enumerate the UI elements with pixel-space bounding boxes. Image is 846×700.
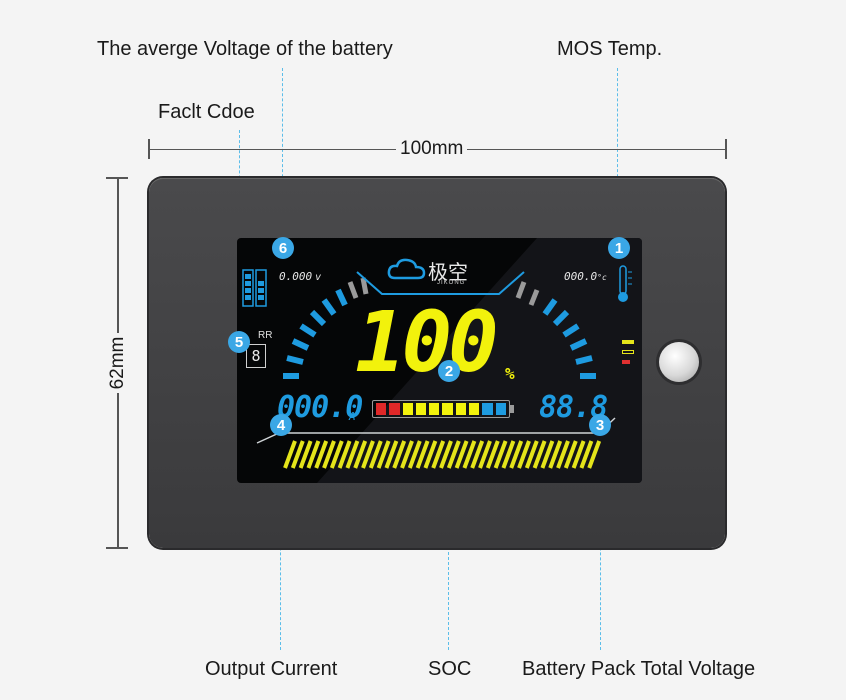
soc-value: 100 [355,293,499,391]
stripe-segment [314,440,329,469]
brand-name-cn: 极空 [428,260,468,284]
badge-5: 5 [228,331,250,353]
stripe-segment [532,440,547,469]
soc-segment [415,403,427,415]
stripe-segment [493,440,508,469]
stripe-segment [454,440,469,469]
stripe-segment [353,440,368,469]
stripe-segment [478,440,492,469]
stripe-segment [540,440,555,469]
stripe-segment [524,440,539,469]
stripe-segment [571,440,586,469]
stripe-segment [384,440,399,469]
stripe-segment [563,440,578,469]
stripe-segment [329,440,344,469]
stripe-segment [462,440,477,469]
soc-segment [376,403,387,415]
indicator-light-yellow-outline [622,350,634,354]
cloud-logo-icon [387,258,426,280]
right-gauge-ticks [542,298,596,379]
width-dimension-tick-left [148,139,150,159]
stripe-segment [439,440,453,469]
stripe-segment [337,440,352,469]
stripe-segment [306,440,321,469]
mos-temp-label: MOS Temp. [557,38,663,60]
indicator-light-red [622,360,630,364]
stripe-segment [322,440,336,469]
stripe-segment [587,440,602,469]
temperature-value: 000.0°c [564,270,607,283]
soc-segment [469,403,480,415]
width-dimension-text: 100mm [396,138,468,160]
fault-code-label: Faclt Cdoe [158,101,255,123]
height-dimension-tick-top [106,177,128,179]
soc-bar-terminal [510,405,514,413]
badge-4: 4 [270,414,292,436]
soc-segment [442,403,453,415]
avg-voltage-label: The averge Voltage of the battery [97,38,393,60]
soc-segment [402,403,413,415]
avg-voltage-leader [282,68,283,248]
stripe-segment [501,440,516,469]
left-gauge-ticks-gray [347,277,369,299]
brand-name-en: JIKONG [437,280,466,286]
stripe-segment [431,440,446,469]
stripe-segment [548,440,563,469]
current-value: 000.0 [277,390,363,425]
stripe-segment [446,440,461,469]
soc-segment [482,403,493,415]
screen-glare [317,238,642,483]
indicator-light-yellow [622,340,634,344]
stripe-segment [368,440,383,469]
pack-voltage-label: Battery Pack Total Voltage [522,658,756,680]
stripe-segment [517,440,531,469]
error-code-digit: 8 [246,344,266,368]
stripe-segment [290,440,305,469]
error-label: RR [258,330,273,341]
current-unit: A [349,410,356,423]
soc-unit: % [505,364,515,383]
stripe-segment [361,440,375,469]
soc-segment [455,403,467,415]
stripe-segment [345,440,360,469]
badge-3: 3 [589,414,611,436]
mos-temp-leader [617,68,618,248]
stripe-segment [298,440,313,469]
badge-1: 1 [608,237,630,259]
height-dimension-tick-bottom [106,547,128,549]
stripe-segment [376,440,391,469]
badge-6: 6 [272,237,294,259]
stripe-segment [415,440,430,469]
screen-graphics [256,238,642,483]
cell-battery-icon [242,269,267,307]
stripe-segment [556,440,570,469]
progress-stripes [283,440,602,469]
right-gauge-ticks-gray [515,281,540,306]
soc-label: SOC [428,658,472,680]
stripe-segment [509,440,524,469]
height-dimension-text: 62mm [105,333,131,393]
stripe-segment [579,440,594,469]
stripe-segment [423,440,438,469]
soc-segment [389,403,400,415]
stripe-segment [485,440,500,469]
left-gauge-ticks [283,288,348,379]
soc-segment [429,403,440,415]
stripe-segment [400,440,414,469]
soc-segment-bar [372,400,510,418]
stripe-segment [407,440,422,469]
stripe-segment [392,440,407,469]
stripe-segment [283,440,297,469]
control-knob-button[interactable] [659,342,699,382]
width-dimension-tick-right [725,139,727,159]
logo-frame [356,271,525,295]
output-current-label: Output Current [205,658,338,680]
stripe-segment [470,440,485,469]
soc-segment [495,403,506,415]
badge-2: 2 [438,360,460,382]
thermometer-icon [618,265,632,302]
